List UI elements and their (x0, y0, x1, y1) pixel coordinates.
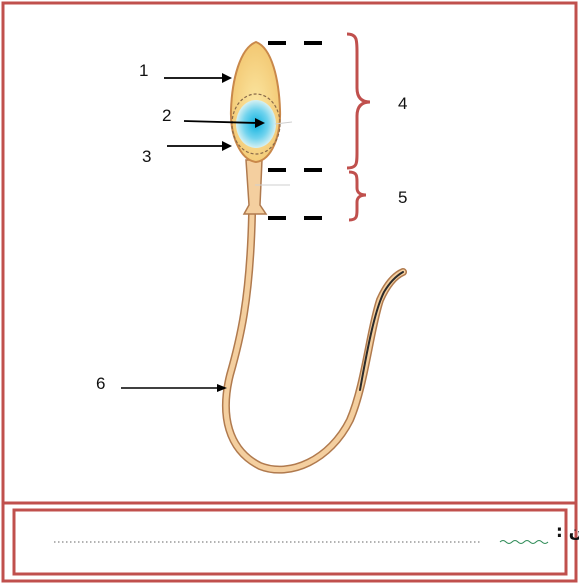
label-5: 5 (398, 188, 407, 207)
label-3: 3 (142, 147, 151, 166)
label-4: 4 (398, 94, 407, 113)
midpiece (244, 160, 266, 214)
arrow-3 (167, 141, 232, 151)
outer-frame (3, 3, 576, 581)
label-1: 1 (139, 61, 148, 80)
arrow-6 (121, 384, 227, 392)
label-2: 2 (162, 106, 171, 125)
arrow-1 (164, 73, 232, 83)
label-6: 6 (96, 374, 105, 393)
title-label: العنوان : (556, 522, 579, 542)
bracket-midpiece (349, 172, 366, 220)
title-underline (500, 541, 548, 544)
tail (226, 215, 403, 470)
bracket-head (347, 34, 370, 168)
